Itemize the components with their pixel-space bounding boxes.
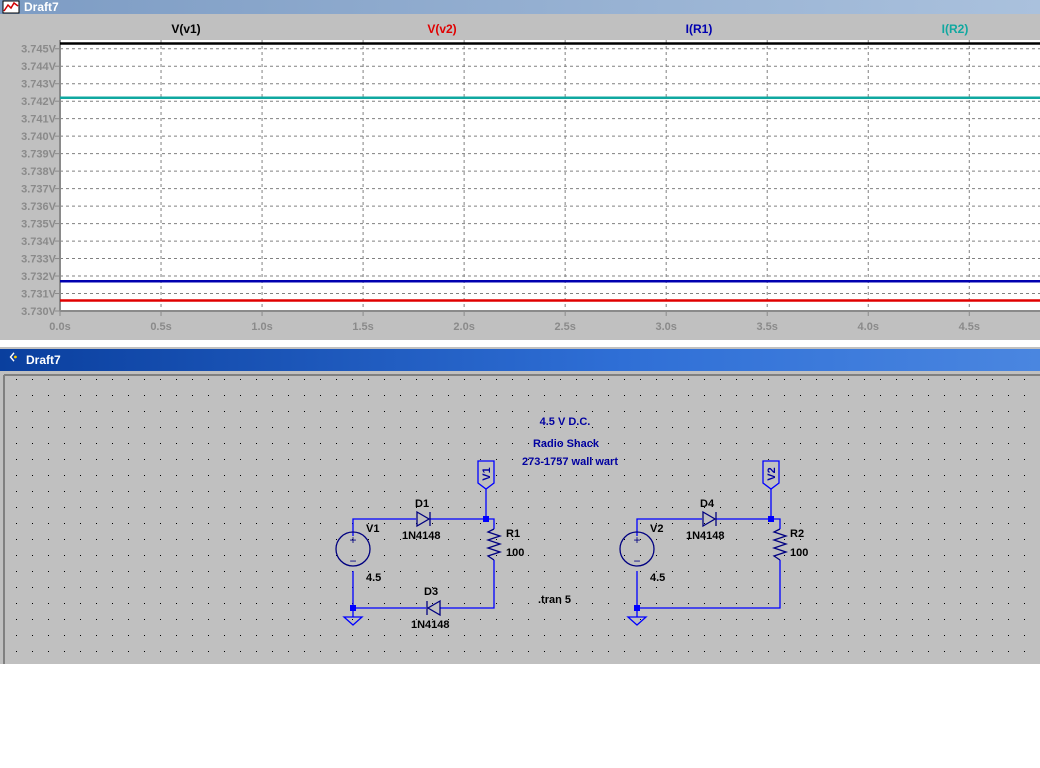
x-tick-label: 1.5s	[352, 321, 373, 333]
waveform-icon	[2, 0, 20, 14]
y-tick-label: 3.741V	[21, 114, 57, 126]
schematic-canvas[interactable]: 4.5 V D.C. Radio Shack 273-1757 wall war…	[0, 347, 1040, 664]
waveform-titlebar[interactable]: Draft7	[0, 0, 1040, 14]
D4-model[interactable]: 1N4148	[686, 530, 725, 542]
comment-line3[interactable]: 273-1757 wall wart	[522, 456, 618, 468]
R2-name[interactable]: R2	[790, 528, 804, 540]
schematic-icon	[9, 352, 17, 362]
svg-text:−: −	[633, 554, 640, 568]
source-V2[interactable]: + −	[619, 531, 655, 568]
circuit2-wires[interactable]	[636, 489, 781, 617]
x-tick-label: 1.0s	[251, 321, 272, 333]
y-tick-label: 3.734V	[21, 236, 57, 248]
y-tick-label: 3.742V	[21, 96, 57, 108]
R2-value[interactable]: 100	[790, 547, 808, 559]
comment-line1[interactable]: 4.5 V D.C.	[540, 416, 591, 428]
y-tick-label: 3.743V	[21, 79, 57, 91]
y-tick-label: 3.736V	[21, 201, 57, 213]
resistor-R1[interactable]	[485, 528, 503, 561]
x-tick-label: 2.5s	[554, 321, 575, 333]
svg-text:+: +	[633, 533, 640, 547]
D1-model[interactable]: 1N4148	[402, 530, 441, 542]
net-flag-v2[interactable]: V2	[762, 460, 780, 490]
V2-name[interactable]: V2	[650, 523, 663, 535]
D3-model[interactable]: 1N4148	[411, 619, 450, 631]
schematic-titlebar[interactable]: Draft7	[0, 349, 1040, 371]
x-tick-label: 4.0s	[858, 321, 879, 333]
V1-value[interactable]: 4.5	[366, 572, 381, 584]
y-tick-label: 3.738V	[21, 166, 57, 178]
D1-name[interactable]: D1	[415, 498, 429, 510]
x-axis: 0.0s 0.5s 1.0s 1.5s 2.0s 2.5s 3.0s 3.5s 4.0s 4.5s	[49, 310, 1040, 333]
D4-name[interactable]: D4	[700, 498, 715, 510]
x-tick-label: 4.5s	[959, 321, 980, 333]
trace-label[interactable]: V(v2)	[427, 22, 456, 36]
svg-text:−: −	[349, 554, 356, 568]
ground-2[interactable]	[626, 616, 648, 626]
svg-text:+: +	[349, 533, 356, 547]
y-tick-label: 3.730V	[21, 306, 57, 318]
net-flag-v1[interactable]: V1	[477, 460, 495, 490]
tran-directive[interactable]: .tran 5	[538, 594, 571, 606]
schematic-window: Draft7 4.5 V D.C. Radio Shack 273-1757 w…	[0, 347, 1040, 664]
waveform-plot[interactable]: 3.745V 3.744V 3.743V 3.742V 3.741V 3.740V 3.73…	[0, 0, 1040, 340]
y-tick-label: 3.732V	[21, 271, 57, 283]
junction-gnd1	[350, 605, 356, 611]
y-tick-label: 3.739V	[21, 149, 57, 161]
schematic-grid	[4, 375, 1040, 664]
x-tick-label: 0.5s	[150, 321, 171, 333]
y-axis: 3.745V 3.744V 3.743V 3.742V 3.741V 3.740V 3.73…	[21, 40, 61, 318]
junction-r1	[483, 516, 489, 522]
trace-label[interactable]: V(v1)	[171, 22, 200, 36]
y-tick-label: 3.731V	[21, 289, 57, 301]
V1-name[interactable]: V1	[366, 523, 379, 535]
diode-D4[interactable]	[702, 510, 717, 528]
diode-D1[interactable]	[416, 510, 431, 528]
ground-1[interactable]	[342, 616, 364, 626]
V2-value[interactable]: 4.5	[650, 572, 665, 584]
net-flag-v2-label: V2	[766, 467, 778, 480]
y-tick-label: 3.735V	[21, 219, 57, 231]
waveform-window-title: Draft7	[24, 0, 59, 14]
comment-line2[interactable]: Radio Shack	[533, 438, 600, 450]
x-tick-label: 3.5s	[757, 321, 778, 333]
R1-name[interactable]: R1	[506, 528, 520, 540]
junction-r2	[768, 516, 774, 522]
y-tick-label: 3.745V	[21, 44, 57, 56]
plot-traces	[60, 42, 1040, 302]
y-tick-label: 3.744V	[21, 61, 57, 73]
schematic-window-title: Draft7	[26, 353, 61, 367]
trace-label[interactable]: I(R2)	[942, 22, 969, 36]
y-tick-label: 3.737V	[21, 184, 57, 196]
trace-legend: V(v1) V(v2) I(R1) I(R2)	[171, 22, 968, 36]
source-V1[interactable]: + −	[335, 531, 371, 568]
x-tick-label: 2.0s	[453, 321, 474, 333]
y-tick-label: 3.733V	[21, 254, 57, 266]
diode-D3[interactable]	[426, 599, 441, 617]
trace-label[interactable]: I(R1)	[686, 22, 713, 36]
net-flag-v1-label: V1	[481, 467, 493, 480]
plot-grid	[60, 40, 1040, 311]
plot-area[interactable]	[60, 40, 1040, 311]
x-tick-label: 0.0s	[49, 321, 70, 333]
y-tick-label: 3.740V	[21, 131, 57, 143]
resistor-R2[interactable]	[771, 528, 789, 561]
R1-value[interactable]: 100	[506, 547, 524, 559]
D3-name[interactable]: D3	[424, 586, 438, 598]
x-tick-label: 3.0s	[655, 321, 676, 333]
junction-gnd2	[634, 605, 640, 611]
